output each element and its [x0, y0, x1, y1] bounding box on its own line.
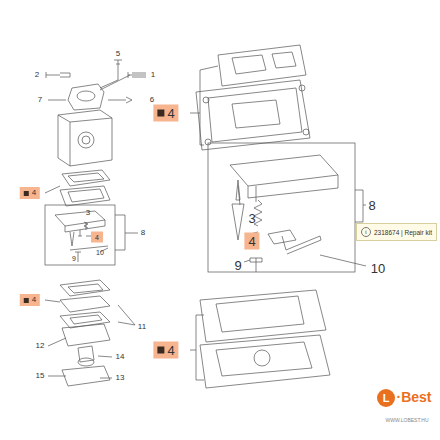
label-text: 12: [36, 341, 45, 350]
label-text: 4: [167, 107, 174, 120]
callout-number: 9: [72, 255, 76, 262]
carburetor-overview: [45, 60, 146, 386]
kit-callout: 4: [91, 232, 103, 243]
label-text: 15: [36, 371, 45, 380]
kit-callout: 4: [244, 233, 259, 250]
label-text: 9: [72, 255, 76, 262]
callout-number: 3: [248, 212, 255, 225]
callout-number: 1: [151, 71, 155, 79]
callout-number: 10: [371, 262, 385, 275]
kit-marker: [24, 191, 29, 196]
callout-number: 9: [234, 259, 241, 272]
gasket-detail-bottom: [190, 290, 330, 388]
label-text: 7: [38, 95, 42, 104]
logo-letter: L: [383, 393, 390, 404]
kit-callout: 4: [153, 342, 178, 359]
label-text: 8: [141, 228, 145, 237]
label-text: 10: [96, 249, 104, 256]
label-text: 4: [32, 296, 36, 304]
kit-marker: [157, 347, 164, 354]
callout-number: 15: [36, 372, 45, 380]
label-text: 4: [32, 189, 36, 197]
info-tooltip: i2318674 | Repair kit: [356, 223, 437, 241]
label-text: 3: [86, 208, 90, 217]
label-text: WWW.LOBEST.HU: [385, 417, 428, 423]
label-text: 6: [150, 95, 154, 104]
label-text: 4: [167, 344, 174, 357]
label-text: 1: [151, 70, 155, 79]
kit-callout: 4: [153, 105, 178, 122]
kit-marker: [24, 298, 29, 303]
label-text: 13: [116, 373, 125, 382]
label-text: 9: [234, 258, 241, 273]
label-text: 2: [35, 70, 39, 79]
kit-callout: 4: [20, 187, 40, 199]
callout-number: 10: [96, 249, 104, 256]
callout-number: 8: [368, 199, 375, 212]
gasket-detail-top: [190, 45, 310, 150]
label-text: 4: [95, 234, 99, 241]
label-text: 14: [116, 352, 125, 361]
label-text: L: [383, 392, 390, 404]
callout-number: 11: [138, 323, 146, 331]
label-text: 11: [138, 322, 146, 331]
callout-number: 8: [141, 229, 145, 237]
logo-circle: [377, 389, 395, 407]
info-icon: i: [361, 227, 371, 237]
callout-number: 7: [38, 96, 42, 104]
label-text: 4: [248, 235, 255, 248]
callout-number: 3: [86, 209, 90, 217]
label-text: 5: [116, 49, 120, 58]
kit-callout: 4: [20, 294, 40, 306]
callout-number: 5: [116, 50, 120, 58]
callout-number: 6: [150, 96, 154, 104]
callout-number: 2: [35, 71, 39, 79]
logo-text: ·Best: [396, 390, 431, 404]
label-text: 3: [248, 211, 255, 226]
callout-number: 14: [116, 353, 125, 361]
label-text: 10: [371, 261, 385, 276]
label-text: 8: [368, 198, 375, 213]
callout-number: 13: [116, 374, 125, 382]
kit-marker: [157, 110, 164, 117]
metering-detail: [208, 143, 366, 272]
tooltip-text: 2318674 | Repair kit: [374, 229, 432, 236]
callout-number: 12: [36, 342, 45, 350]
logo-url: WWW.LOBEST.HU: [385, 418, 428, 423]
label-text: ·Best: [396, 389, 431, 405]
